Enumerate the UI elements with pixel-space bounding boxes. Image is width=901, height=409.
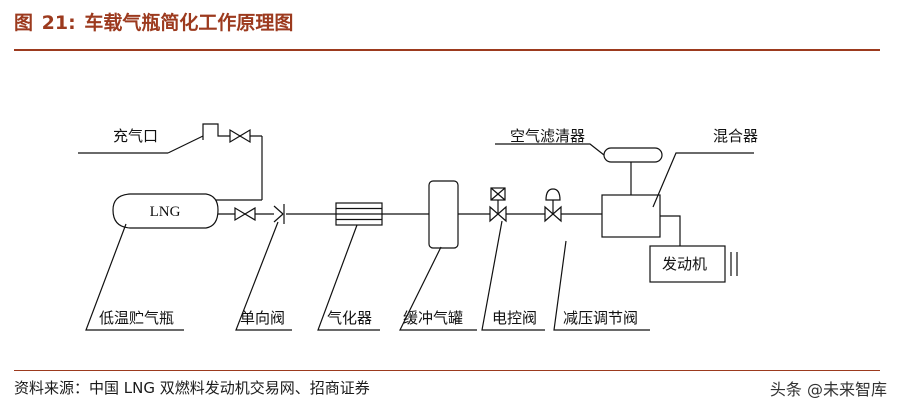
vaporizer-icon xyxy=(335,202,383,226)
figure-label: 图 xyxy=(14,12,34,34)
lng-system-diagram: LNG 充气口 空气滤清器 混合器 发动机 低温贮气瓶 单向阀 气化器 缓冲气罐… xyxy=(78,123,758,331)
solenoid-valve-icon xyxy=(489,187,507,223)
pressure-regulator-icon xyxy=(544,188,562,223)
mixer-label: 混合器 xyxy=(713,127,758,145)
engine-box xyxy=(649,245,726,283)
fill-port-leader-diag xyxy=(167,135,204,154)
check-valve-label: 单向阀 xyxy=(240,309,285,327)
engine-label: 发动机 xyxy=(662,255,707,273)
source-note: 资料来源：中国 LNG 双燃料发动机交易网、招商证券 xyxy=(14,379,370,397)
buffer-tank-icon xyxy=(428,180,459,249)
mixer-to-engine-pipe xyxy=(660,215,681,246)
fill-valve-icon xyxy=(229,128,251,144)
air-filter-label: 空气滤清器 xyxy=(510,127,585,145)
air-filter-leader xyxy=(495,143,605,156)
vaporizer-label: 气化器 xyxy=(327,309,372,327)
solenoid-valve-label: 电控阀 xyxy=(492,309,537,327)
check-valve-leader xyxy=(235,221,292,331)
figure-title: 图 21: 车载气瓶简化工作原理图 xyxy=(14,8,293,35)
tank-shutoff-valve-icon xyxy=(234,206,256,222)
cryo-tank-leader xyxy=(85,223,184,331)
cryo-tank-label: 低温贮气瓶 xyxy=(99,309,174,327)
lng-tank xyxy=(112,193,219,229)
watermark: 头条 @未来智库 xyxy=(769,380,887,399)
fill-port-label: 充气口 xyxy=(113,127,158,145)
regulator-label: 减压调节阀 xyxy=(563,309,638,327)
vaporizer-leader xyxy=(317,224,380,331)
buffer-tank-leader xyxy=(399,246,477,331)
mixer-box xyxy=(601,194,661,238)
figure-number: 21: xyxy=(41,12,76,34)
figure-title-text: 车载气瓶简化工作原理图 xyxy=(84,12,294,34)
solenoid-valve-leader xyxy=(481,220,545,331)
title-rule xyxy=(14,49,880,51)
check-valve-icon xyxy=(273,204,285,224)
lng-tank-label: LNG xyxy=(150,204,181,220)
source-rule xyxy=(14,370,880,371)
regulator-leader xyxy=(553,240,650,331)
air-filter-icon xyxy=(603,147,663,163)
buffer-tank-label: 缓冲气罐 xyxy=(403,309,463,327)
mixer-leader xyxy=(652,152,754,208)
